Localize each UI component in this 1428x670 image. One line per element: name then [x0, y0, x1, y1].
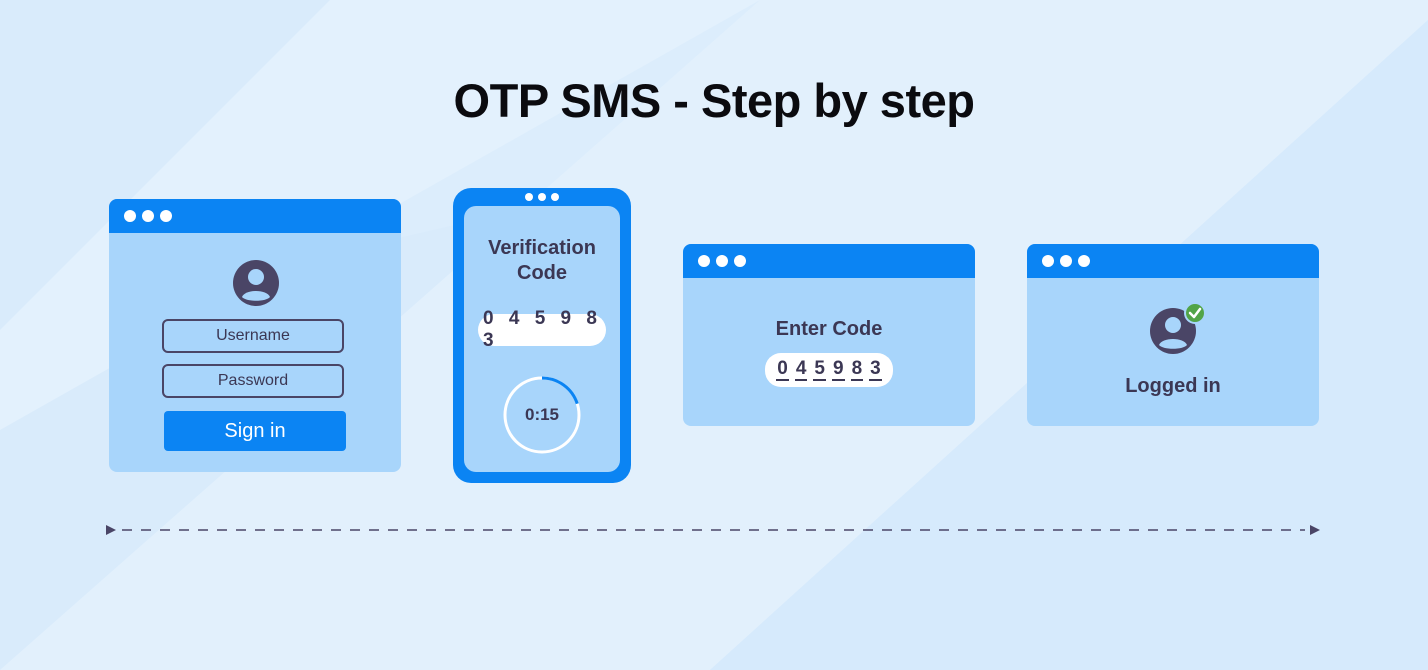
phone-dot-icon [525, 193, 533, 201]
sms-code: 0 4 5 9 8 3 [483, 308, 602, 351]
phone-notch-dots [453, 193, 631, 201]
phone-screen: Verification Code 0 4 5 9 8 3 0:15 [464, 206, 620, 472]
phone-dot-icon [538, 193, 546, 201]
username-field[interactable]: Username [162, 319, 344, 353]
sign-in-button[interactable]: Sign in [164, 411, 346, 451]
login-window: Username Password Sign in [109, 199, 401, 472]
verification-title: Verification Code [464, 236, 620, 286]
enter-code-label: Enter Code [775, 318, 883, 340]
window-dot-icon [1042, 255, 1054, 267]
verification-title-line1: Verification [488, 237, 596, 259]
code-digit: 5 [813, 358, 826, 381]
window-dot-icon [716, 255, 728, 267]
window-titlebar [1027, 244, 1319, 278]
username-placeholder: Username [216, 327, 290, 344]
verification-title-line2: Code [517, 262, 567, 284]
window-titlebar [683, 244, 975, 278]
countdown-timer: 0:15 [524, 405, 560, 424]
window-dot-icon [160, 210, 172, 222]
sms-code-pill: 0 4 5 9 8 3 [478, 308, 606, 351]
code-digit: 9 [832, 358, 845, 381]
page-title: OTP SMS - Step by step [453, 74, 975, 127]
window-dot-icon [698, 255, 710, 267]
window-dot-icon [142, 210, 154, 222]
phone-dot-icon [551, 193, 559, 201]
window-dot-icon [1060, 255, 1072, 267]
verified-user-icon [1150, 302, 1206, 354]
flow-arrow [106, 525, 1320, 535]
password-field[interactable]: Password [162, 364, 344, 398]
code-digit: 0 [776, 358, 789, 381]
code-digit: 8 [850, 358, 864, 381]
window-dot-icon [734, 255, 746, 267]
window-titlebar [109, 199, 401, 233]
window-dot-icon [124, 210, 136, 222]
logged-in-label: Logged in [1125, 375, 1221, 397]
code-digit: 3 [869, 358, 882, 381]
code-digit: 4 [794, 358, 808, 381]
password-placeholder: Password [217, 372, 289, 389]
countdown-ring-icon [503, 376, 581, 454]
logged-in-window: Logged in [1027, 244, 1319, 426]
phone-device: Verification Code 0 4 5 9 8 3 0:15 [453, 188, 631, 483]
user-avatar-icon [233, 260, 279, 306]
window-dot-icon [1078, 255, 1090, 267]
